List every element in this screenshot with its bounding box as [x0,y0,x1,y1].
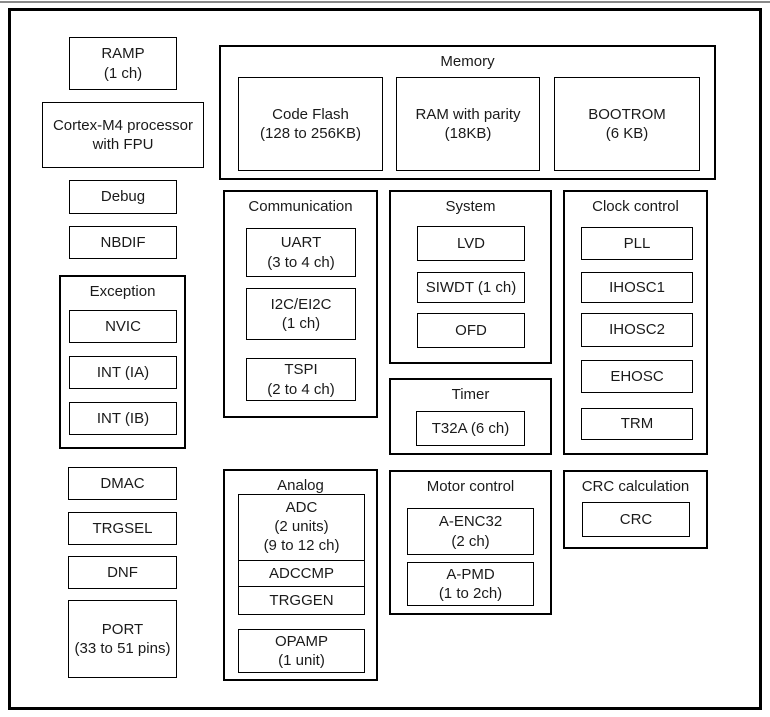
block-nvic: NVIC [69,310,177,343]
block-label: NBDIF [100,233,146,251]
block-a-pmd: A-PMD (1 to 2ch) [407,562,534,606]
group-title: Timer [451,386,490,403]
block-sublabel: (2 ch) [451,532,490,550]
group-title: CRC calculation [581,478,690,495]
block-sublabel: (1 ch) [281,315,321,332]
group-title: System [445,198,496,215]
block-sublabel: (2 to 4 ch) [267,380,335,398]
block-label: Code Flash [272,105,349,123]
block-label: LVD [456,234,486,252]
block-trggen: TRGGEN [239,586,364,614]
block-a-enc32: A-ENC32 (2 ch) [407,508,534,555]
block-trgsel: TRGSEL [68,512,177,545]
block-sublabel: (1 unit) [278,652,325,669]
group-title: Exception [89,283,156,300]
block-sublabel: (3 to 4 ch) [267,253,335,271]
group-title: Analog [277,477,324,494]
block-label: TSPI [284,361,318,378]
block-nbdif: NBDIF [69,226,177,259]
block-adccmp: ADCCMP [239,560,364,586]
block-sublabel: (33 to 51 pins) [74,640,171,657]
block-sublabel: (6 KB) [605,125,649,142]
block-port: PORT (33 to 51 pins) [68,600,177,678]
block-label: DMAC [100,474,145,492]
block-label: INT (IA) [96,363,150,381]
block-pll: PLL [581,227,693,260]
block-label: Cortex-M4 processor [52,116,194,134]
block-label: PORT [101,620,144,638]
block-label: OPAMP [274,632,329,650]
block-ofd: OFD [417,313,525,348]
block-label: ADCCMP [268,564,334,582]
block-uart: UART (3 to 4 ch) [246,228,356,277]
block-label: PLL [623,234,651,252]
block-label: T32A (6 ch) [431,419,510,437]
group-title: Communication [248,198,353,215]
block-ihosc1: IHOSC1 [581,272,693,303]
block-label: TRM [620,415,654,433]
block-label: IHOSC2 [609,321,665,339]
block-sublabel: (1 ch) [103,64,143,82]
block-label: RAM with parity [415,105,521,123]
block-label: DNF [107,563,138,581]
block-sublabel: (18KB) [444,125,492,142]
block-label: Debug [100,188,146,206]
block-label: A-PMD [446,565,495,583]
block-label: ADC [285,499,318,517]
block-tspi: TSPI (2 to 4 ch) [246,358,356,401]
block-label: NVIC [105,317,141,335]
block-int-ib: INT (IB) [69,402,177,435]
block-adc-stack: ADC (2 units) (9 to 12 ch) ADCCMP TRGGEN [238,494,365,615]
block-crc: CRC [582,502,690,537]
block-cortex-m4: Cortex-M4 processor with FPU [42,102,204,168]
block-sublabel: (2 units) [274,518,329,536]
block-label: BOOTROM [588,105,666,123]
block-label: EHOSC [610,367,664,385]
block-ram: RAM with parity (18KB) [396,77,540,171]
block-ihosc2: IHOSC2 [581,313,693,347]
block-ramp: RAMP (1 ch) [69,37,177,90]
block-label: OFD [455,321,487,339]
block-label: RAMP [101,45,145,62]
block-siwdt: SIWDT (1 ch) [417,272,525,303]
group-title: Motor control [426,478,515,495]
block-label: TRGGEN [269,591,334,609]
group-title: Clock control [592,198,679,215]
block-i2c: I2C/EI2C (1 ch) [246,288,356,340]
page-top-rule [0,1,770,3]
block-code-flash: Code Flash (128 to 256KB) [238,77,383,171]
block-trm: TRM [581,408,693,440]
block-sublabel: (1 to 2ch) [438,585,503,602]
block-lvd: LVD [417,226,525,261]
block-label: UART [280,234,322,251]
group-title: Memory [440,53,495,70]
block-label: IHOSC1 [609,278,665,296]
block-label: A-ENC32 [438,513,503,530]
block-opamp: OPAMP (1 unit) [238,629,365,673]
block-sublabel: with FPU [92,136,154,153]
block-bootrom: BOOTROM (6 KB) [554,77,700,171]
block-label: SIWDT (1 ch) [425,278,517,296]
block-label: I2C/EI2C [270,295,332,313]
block-sublabel: (9 to 12 ch) [263,536,340,554]
block-int-ia: INT (IA) [69,356,177,389]
block-dnf: DNF [68,556,177,589]
block-debug: Debug [69,180,177,214]
block-t32a: T32A (6 ch) [416,411,525,446]
block-ehosc: EHOSC [581,360,693,393]
block-adc: ADC (2 units) (9 to 12 ch) [239,495,364,560]
block-label: TRGSEL [92,519,153,537]
block-dmac: DMAC [68,467,177,500]
block-label: CRC [619,510,653,528]
block-sublabel: (128 to 256KB) [260,125,361,142]
block-label: INT (IB) [96,409,150,427]
